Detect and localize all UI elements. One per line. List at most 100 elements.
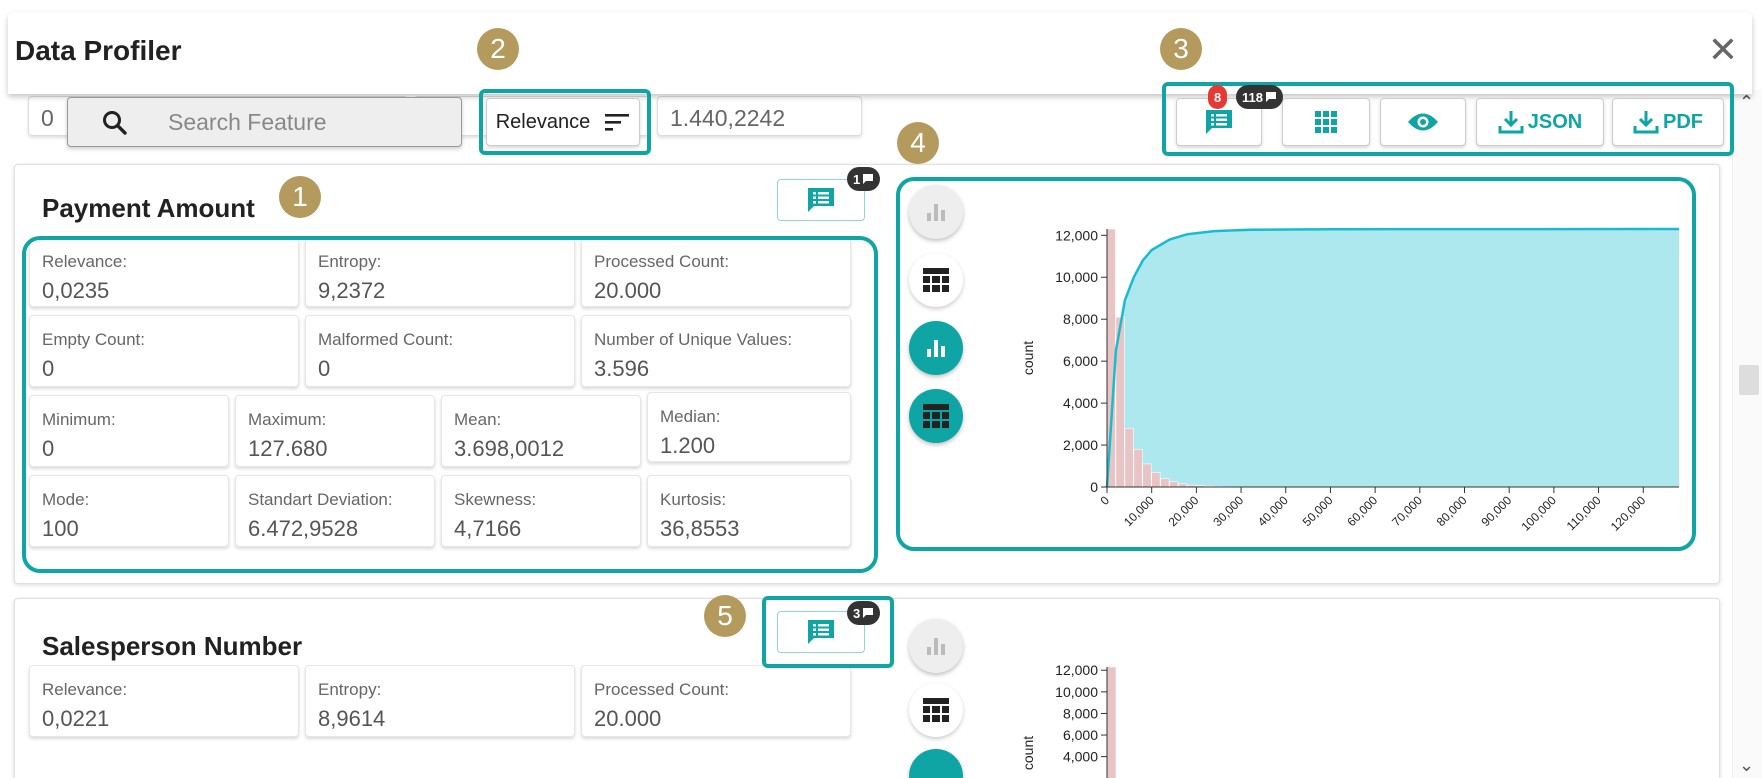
table-icon — [923, 268, 949, 292]
y-tick-label: 12,000 — [1055, 662, 1098, 678]
download-json-button[interactable]: JSON — [1476, 98, 1604, 146]
y-tick-label: 8,000 — [1063, 705, 1098, 721]
close-button[interactable]: ✕ — [1707, 29, 1738, 70]
table-icon — [923, 698, 949, 722]
feature-title: Salesperson Number — [42, 631, 303, 661]
x-tick-label: 90,000 — [1478, 493, 1514, 529]
step-marker-2: 2 — [477, 28, 519, 70]
dialog-title: Data Profiler — [15, 35, 182, 66]
stat-value: 1.200 — [660, 433, 716, 458]
y-tick-label: 2,000 — [1063, 437, 1098, 453]
comment-icon — [863, 174, 874, 184]
stat-value: 0 — [42, 436, 55, 461]
sort-button[interactable]: Relevance — [486, 98, 640, 146]
stat-value: 0 — [318, 356, 331, 381]
stat-card: Processed Count:20.000 — [581, 237, 851, 307]
bar-chart-icon — [927, 638, 945, 655]
preview-button[interactable] — [1380, 98, 1466, 146]
feature-title: Payment Amount — [42, 193, 255, 223]
stat-value: 3.698,0012 — [454, 436, 565, 461]
stat-label: Kurtosis: — [660, 490, 727, 509]
table-view-button[interactable] — [909, 253, 963, 307]
download-pdf-label: PDF — [1663, 110, 1703, 133]
x-tick-label: 70,000 — [1389, 493, 1425, 529]
step-marker-4: 4 — [897, 122, 939, 164]
comment-count-badge: 3 — [847, 601, 881, 625]
y-axis-label: count — [1020, 736, 1036, 770]
stat-card: Mean: 3.698,0012 — [441, 395, 641, 467]
table-icon — [923, 404, 949, 428]
stat-card: Malformed Count: 0 — [305, 315, 575, 387]
x-tick-label: 0 — [1097, 493, 1112, 508]
stat-card: Kurtosis:36,8553 — [647, 475, 851, 547]
x-tick-label: 120,000 — [1608, 493, 1649, 534]
statistics-table-button[interactable] — [909, 389, 963, 443]
stat-value: 4,7166 — [454, 516, 522, 541]
feature-card-payment-amount: Payment Amount 1 Relevance:0,0235 Entrop… — [14, 164, 1720, 584]
grid-icon — [1315, 111, 1337, 133]
comment-list-icon — [1206, 110, 1232, 134]
bar-chart-view-button[interactable] — [909, 619, 963, 673]
histogram-bar — [1124, 427, 1134, 488]
scroll-up-icon[interactable]: ⌃ — [1739, 92, 1755, 112]
stat-value: 0 — [42, 356, 55, 381]
download-icon — [1633, 111, 1659, 134]
x-tick-label: 110,000 — [1564, 493, 1604, 533]
x-tick-label: 50,000 — [1300, 493, 1336, 529]
histogram-view-button[interactable] — [909, 749, 963, 778]
previous-stat-value: 1.440,2242 — [657, 96, 862, 136]
histogram-bar — [1133, 448, 1143, 488]
stat-label: Entropy: — [318, 252, 382, 271]
vertical-scrollbar[interactable]: ⌃ ⌄ — [1732, 90, 1762, 778]
y-tick-label: 10,000 — [1055, 684, 1098, 700]
y-tick-label: 10,000 — [1055, 269, 1098, 285]
step-marker-5: 5 — [704, 595, 746, 637]
feature-comments-button[interactable] — [777, 611, 865, 653]
comments-count: 118 — [1242, 89, 1263, 105]
stat-card: Processed Count:20.000 — [581, 665, 851, 737]
x-tick-label: 100,000 — [1518, 493, 1559, 534]
stat-card: Entropy:9,2372 — [305, 237, 575, 307]
stat-label: Mode: — [42, 490, 90, 509]
y-tick-label: 4,000 — [1063, 395, 1098, 411]
stat-card: Entropy: 8,9614 — [305, 665, 575, 737]
comment-icon — [863, 608, 874, 618]
stat-card: Relevance:0,0221 — [29, 665, 299, 737]
bar-chart-icon — [927, 204, 945, 221]
step-marker-1: 1 — [279, 176, 321, 218]
stat-label: Malformed Count: — [318, 330, 454, 349]
stat-label: Empty Count: — [42, 330, 145, 349]
dialog-header: Data Profiler ✕ — [8, 12, 1752, 94]
y-tick-label: 4,000 — [1063, 749, 1098, 765]
stat-value: 20.000 — [594, 278, 662, 303]
search-icon — [103, 111, 127, 135]
histogram-bar — [1160, 478, 1170, 488]
unread-comments-badge: 8 — [1208, 85, 1228, 109]
stat-card: Number of Unique Values:3.596 — [581, 315, 851, 387]
scroll-down-icon[interactable]: ⌄ — [1739, 755, 1755, 775]
stat-label: Mean: — [454, 410, 502, 429]
scrollbar-thumb[interactable] — [1739, 365, 1759, 395]
y-tick-label: 6,000 — [1063, 353, 1098, 369]
x-tick-label: 60,000 — [1344, 493, 1380, 529]
y-tick-label: 8,000 — [1063, 311, 1098, 327]
histogram-view-button[interactable] — [909, 321, 963, 375]
download-pdf-button[interactable]: PDF — [1612, 98, 1724, 146]
stat-label: Relevance: — [42, 252, 128, 271]
stat-value: 20.000 — [594, 706, 662, 731]
table-view-button[interactable] — [909, 683, 963, 737]
bar-chart-view-button[interactable] — [909, 185, 963, 239]
stat-label: Entropy: — [318, 680, 382, 699]
comments-count-badge: 118 — [1236, 85, 1283, 109]
y-axis-label: count — [1020, 341, 1036, 375]
grid-view-button[interactable] — [1282, 98, 1370, 146]
bar-chart-icon — [927, 340, 945, 357]
stat-value: 127.680 — [248, 436, 328, 461]
search-input[interactable] — [168, 98, 448, 146]
stat-value: 8,9614 — [318, 706, 386, 731]
eye-icon — [1408, 113, 1438, 131]
histogram-bar — [1142, 463, 1152, 488]
stat-card: Relevance:0,0235 — [29, 237, 299, 307]
stat-label: Relevance: — [42, 680, 128, 699]
